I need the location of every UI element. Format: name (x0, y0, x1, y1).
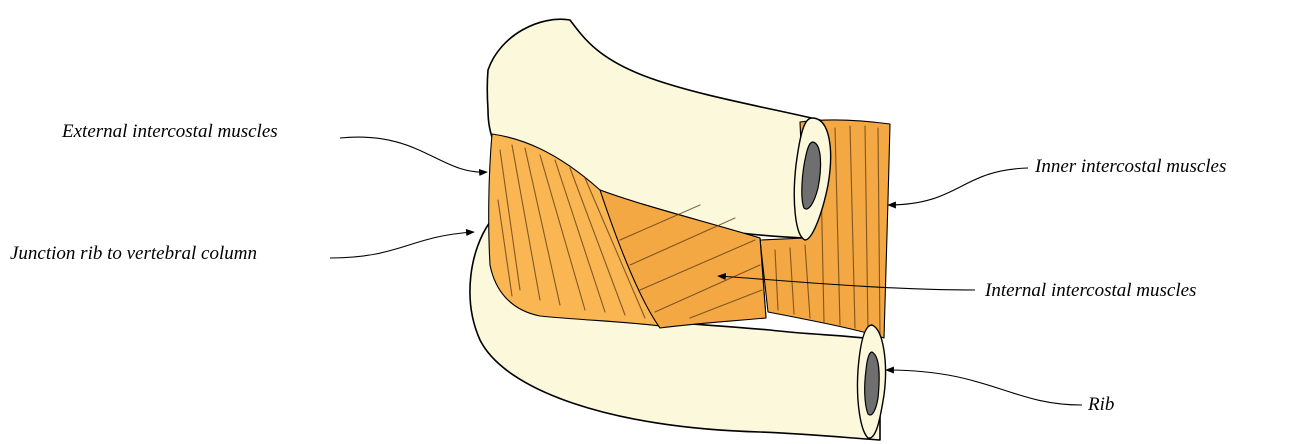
label-inner-intercostal: Inner intercostal muscles (1034, 156, 1226, 177)
leader-inner-intercostal (888, 168, 1028, 205)
label-junction: Junction rib to vertebral column (10, 243, 257, 264)
leader-rib (886, 370, 1082, 405)
label-rib: Rib (1087, 394, 1114, 415)
label-internal-intercostal: Internal intercostal muscles (984, 280, 1196, 301)
lower-rib-cross-section (857, 325, 885, 438)
label-external-intercostal: External intercostal muscles (61, 121, 278, 142)
leader-junction (330, 232, 474, 258)
leader-external-intercostal (340, 137, 487, 172)
